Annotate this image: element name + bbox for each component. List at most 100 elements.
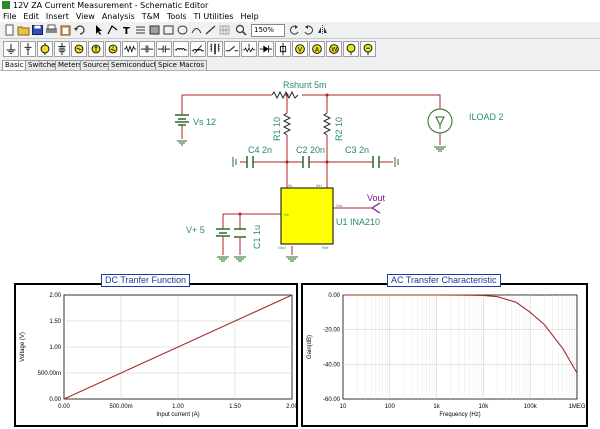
pin-out: Out — [336, 203, 343, 208]
dc-source-icon[interactable] — [37, 41, 53, 57]
dc-chart-panel[interactable]: 0.00500.00m1.001.502.000.00500.00m1.001.… — [14, 283, 298, 427]
pin-in-plus: IN+ — [316, 183, 323, 188]
ac-y-label: Gain(dB) — [307, 335, 313, 359]
menu-edit[interactable]: Edit — [23, 12, 39, 21]
vplus-label: V+ 5 — [186, 225, 205, 235]
ammeter-icon[interactable]: A — [309, 41, 325, 57]
wattmeter-icon[interactable]: W — [326, 41, 342, 57]
pin-gnd: Gnd — [278, 245, 286, 250]
new-file-icon[interactable] — [3, 24, 16, 36]
grid-icon[interactable] — [218, 24, 231, 36]
arc-icon[interactable] — [190, 24, 203, 36]
ac-x-tick: 10 — [340, 404, 347, 410]
ground-icon[interactable] — [3, 41, 19, 57]
fuse-icon[interactable] — [275, 41, 291, 57]
variable-inductor-icon[interactable] — [190, 41, 206, 57]
dc-x-tick: 500.00m — [109, 404, 132, 410]
component-tabs: Basic Switches Meters Sources Semiconduc… — [0, 60, 600, 71]
mirror-icon[interactable] — [316, 24, 329, 36]
resistor-icon[interactable] — [122, 41, 138, 57]
dc-y-tick: 1.50 — [49, 319, 61, 325]
fill-icon[interactable] — [148, 24, 161, 36]
r2-label: R2 10 — [334, 116, 344, 141]
menu-help[interactable]: Help — [240, 12, 259, 21]
menu-view[interactable]: View — [75, 12, 95, 21]
c3-label: C3 2n — [345, 145, 370, 155]
text-tool-icon[interactable]: T — [120, 24, 133, 36]
ac-y-tick: -60.00 — [323, 397, 341, 403]
switch-icon[interactable] — [224, 41, 240, 57]
menu-bar: File Edit Insert View Analysis T&M Tools TI Uti… — [0, 11, 600, 22]
ac-chart-title: AC Transfer Characteristic — [387, 274, 501, 287]
rectangle-icon[interactable] — [162, 24, 175, 36]
wire-icon[interactable] — [106, 24, 119, 36]
ac-y-tick: -40.00 — [323, 362, 341, 368]
pin-vs: Vs — [284, 212, 289, 217]
menu-tools[interactable]: Tools — [166, 12, 187, 21]
voltage-source-icon[interactable] — [54, 41, 70, 57]
potentiometer-icon[interactable] — [241, 41, 257, 57]
ac-source-icon[interactable] — [71, 41, 87, 57]
ellipse-icon[interactable] — [176, 24, 189, 36]
title-bar: 12V ZA Current Measurement - Schematic E… — [0, 0, 600, 11]
zoom-icon[interactable] — [235, 24, 248, 36]
dc-x-tick: 1.00 — [172, 404, 184, 410]
iload-label: ILOAD 2 — [469, 112, 504, 122]
vout-label: Vout — [367, 193, 386, 203]
ac-x-tick: 10k — [479, 404, 490, 410]
rotate-right-icon[interactable] — [302, 24, 315, 36]
diode-icon[interactable] — [258, 41, 274, 57]
ac-plot-area — [342, 294, 578, 400]
input-pin-icon[interactable] — [360, 41, 376, 57]
c4-label: C4 2n — [248, 145, 273, 155]
bus-icon[interactable] — [134, 24, 147, 36]
u1-label: U1 INA210 — [336, 217, 381, 227]
ac-series-line — [343, 294, 578, 374]
window-title: 12V ZA Current Measurement - Schematic E… — [13, 1, 209, 10]
tab-basic[interactable]: Basic — [2, 60, 27, 70]
ac-x-tick: 1MEG — [568, 404, 585, 410]
save-icon[interactable] — [31, 24, 44, 36]
component-toolbar: V A W — [0, 39, 600, 60]
battery-icon[interactable] — [20, 41, 36, 57]
ac-x-tick: 100k — [524, 404, 538, 410]
dc-x-tick: 0.00 — [58, 404, 70, 410]
voltmeter-icon[interactable]: V — [292, 41, 308, 57]
current-source-icon[interactable] — [88, 41, 104, 57]
tab-spice-macros[interactable]: Spice Macros — [155, 60, 208, 70]
capacitor-icon[interactable] — [139, 41, 155, 57]
dc-y-tick: 0.00 — [49, 397, 61, 403]
undo-icon[interactable] — [73, 24, 86, 36]
ac-x-label: Frequency (Hz) — [439, 412, 480, 418]
transformer-icon[interactable] — [207, 41, 223, 57]
menu-file[interactable]: File — [3, 12, 17, 21]
open-folder-icon[interactable] — [17, 24, 30, 36]
line-icon[interactable] — [204, 24, 217, 36]
voltage-pin-icon[interactable] — [343, 41, 359, 57]
c1-label: C1 1u — [252, 224, 262, 249]
clipboard-icon[interactable] — [59, 24, 72, 36]
menu-insert[interactable]: Insert — [45, 12, 69, 21]
ac-y-tick: 0.00 — [328, 293, 340, 299]
menu-analysis[interactable]: Analysis — [101, 12, 135, 21]
main-toolbar: T 150% — [0, 22, 600, 39]
print-icon[interactable] — [45, 24, 58, 36]
svg-text:V: V — [298, 47, 303, 54]
inductor-icon[interactable] — [173, 41, 189, 57]
dc-series-line — [63, 294, 293, 400]
schematic-canvas[interactable]: Rshunt 5m Vs 12 ILOAD 2 R1 10 R2 10 C4 2… — [0, 71, 600, 429]
c2-label: C2 20n — [296, 145, 326, 155]
menu-ti-utilities[interactable]: TI Utilities — [193, 12, 234, 21]
dc-y-label: Voltage (V) — [20, 332, 26, 362]
ac-y-tick: -20.00 — [323, 328, 341, 334]
svg-text:W: W — [331, 47, 337, 54]
rotate-left-icon[interactable] — [288, 24, 301, 36]
polar-capacitor-icon[interactable] — [156, 41, 172, 57]
select-arrow-icon[interactable] — [92, 24, 105, 36]
pin-ref: Ref — [322, 245, 329, 250]
menu-tm[interactable]: T&M — [141, 12, 160, 21]
zoom-select[interactable]: 150% — [251, 24, 285, 37]
ac-current-source-icon[interactable] — [105, 41, 121, 57]
